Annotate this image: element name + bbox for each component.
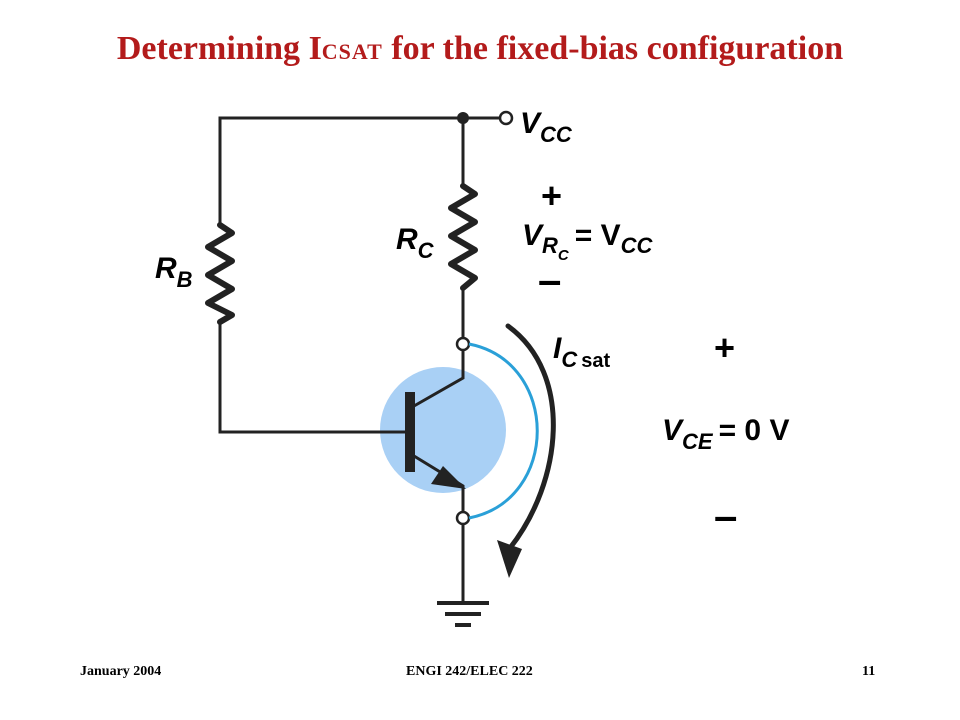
- emitter-terminal: [455, 510, 471, 526]
- vce-arc: [468, 342, 539, 520]
- current-arrow-icon: [505, 323, 556, 551]
- resistor-rb: [205, 222, 235, 325]
- junction-node: [457, 112, 469, 124]
- ground-icon: [437, 601, 489, 627]
- vrc-minus-sign: –: [538, 256, 561, 303]
- vrc-plus-sign: +: [541, 175, 562, 216]
- title-prefix: Determining: [116, 30, 309, 67]
- title-suffix: for the fixed-bias configuration: [382, 30, 844, 67]
- current-arrow-head-icon: [497, 540, 522, 578]
- footer-page-number: 11: [862, 664, 876, 679]
- emitter-arrow-icon: [431, 466, 466, 489]
- vce-plus-sign: +: [714, 327, 735, 368]
- collector-terminal: [455, 336, 471, 352]
- footer-date: January 2004: [80, 664, 162, 679]
- title-symbol-cap: I: [308, 30, 322, 67]
- slide-title: Determining ICSAT for the fixed-bias con…: [0, 30, 960, 68]
- footer-course: ENGI 242/ELEC 222: [406, 664, 533, 679]
- resistor-rc: [448, 183, 478, 291]
- rb-label: RB: [155, 252, 193, 292]
- vcc-terminal: [498, 110, 514, 126]
- wires: [218, 116, 500, 602]
- vce-minus-sign: –: [714, 492, 737, 539]
- transistor-base-bar: [405, 392, 415, 472]
- vce-equation: VCE= 0 V: [662, 414, 789, 454]
- vcc-label: VCC: [520, 107, 573, 147]
- title-symbol-sub: CSAT: [321, 39, 383, 64]
- vrc-equation: VRC= VCC: [522, 219, 654, 264]
- rc-label: RC: [396, 223, 435, 263]
